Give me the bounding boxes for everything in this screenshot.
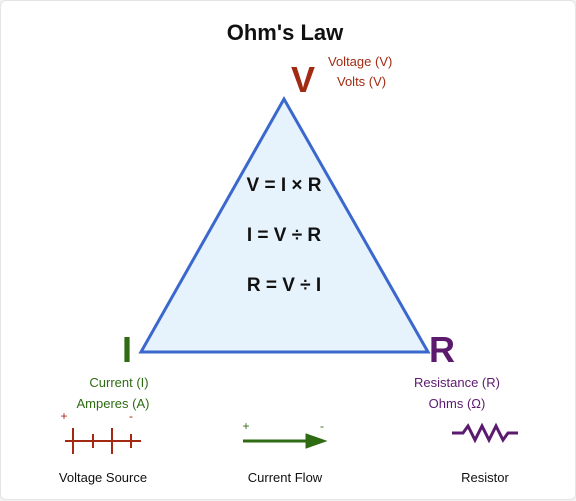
formula-current: I = V ÷ R <box>247 225 322 246</box>
ohms-law-triangle <box>138 95 431 354</box>
voltage-unit-label: Volts (V) <box>337 74 386 89</box>
voltage-symbol: V <box>291 59 315 100</box>
voltage-source-label: Voltage Source <box>59 470 147 485</box>
current-symbol: I <box>122 329 132 370</box>
resistance-label: Resistance (R) <box>414 375 500 390</box>
resistance-symbol: R <box>429 329 455 370</box>
formula-resistance: R = V ÷ I <box>247 275 321 296</box>
zigzag-resistor-icon <box>452 422 518 444</box>
current-minus-sign: - <box>320 419 324 433</box>
arrow-right-icon <box>243 433 328 449</box>
resistor-label: Resistor <box>461 470 509 485</box>
resistance-unit-label: Ohms (Ω) <box>429 396 486 411</box>
current-flow-label: Current Flow <box>248 470 323 485</box>
formula-voltage: V = I × R <box>247 175 322 196</box>
battery-plus-sign: + <box>60 409 67 423</box>
battery-icon <box>65 428 141 454</box>
diagram-title: Ohm's Law <box>227 20 344 45</box>
current-unit-label: Amperes (A) <box>77 396 150 411</box>
current-label: Current (I) <box>89 375 148 390</box>
current-plus-sign: + <box>242 419 249 433</box>
voltage-label: Voltage (V) <box>328 54 392 69</box>
battery-minus-sign: - <box>129 409 133 423</box>
